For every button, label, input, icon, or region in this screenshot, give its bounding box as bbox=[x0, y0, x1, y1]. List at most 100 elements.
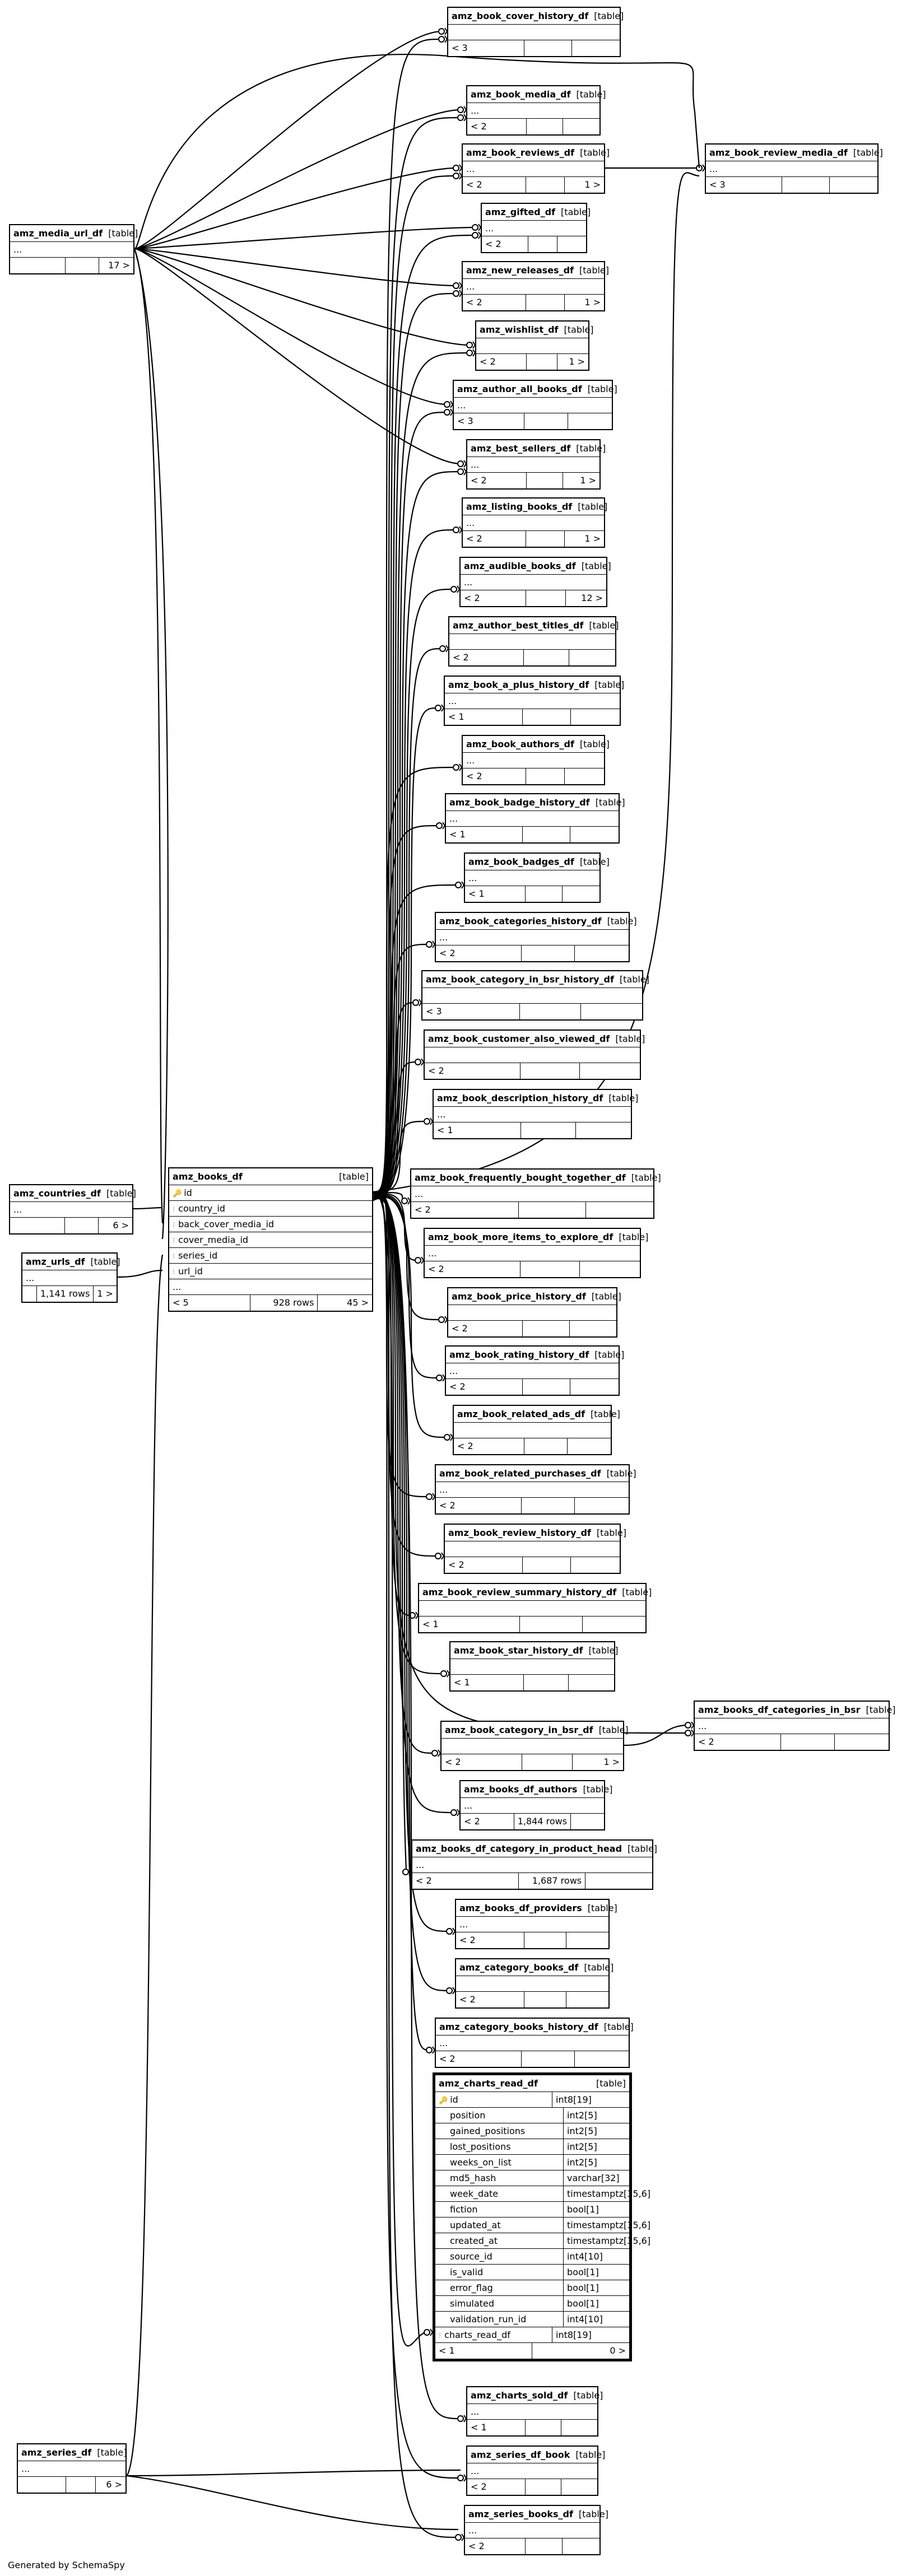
table-name[interactable]: amz_book_a_plus_history_df bbox=[448, 679, 589, 690]
table-name[interactable]: amz_media_url_df bbox=[13, 228, 103, 239]
children-count[interactable]: 45 > bbox=[347, 1297, 369, 1308]
table-books[interactable]: amz_books_df[table]🔑id⁝country_id⁝back_c… bbox=[168, 1167, 373, 1312]
children-count[interactable]: 1 > bbox=[603, 1757, 620, 1767]
table-name[interactable]: amz_series_df_book bbox=[471, 2449, 570, 2460]
parents-count[interactable]: < 2 bbox=[456, 1932, 524, 1948]
parents-count[interactable]: < 2 bbox=[456, 1992, 524, 2007]
parents-count[interactable]: < 2 bbox=[463, 295, 526, 310]
children-count[interactable] bbox=[571, 709, 620, 725]
parents-count[interactable]: < 3 bbox=[706, 177, 782, 193]
children-count[interactable] bbox=[563, 119, 599, 134]
table-books_df_cat_in_bsr[interactable]: amz_books_df_categories_in_bsr[table]...… bbox=[694, 1701, 896, 1751]
parents-count[interactable]: < 1 bbox=[465, 886, 526, 902]
table-cover_history[interactable]: amz_book_cover_history_df[table]< 3 bbox=[447, 7, 624, 57]
parents-count[interactable]: < 1 bbox=[419, 1617, 520, 1632]
table-review_summary_history[interactable]: amz_book_review_summary_history_df[table… bbox=[418, 1583, 652, 1633]
children-count[interactable] bbox=[561, 2479, 597, 2495]
parents-count[interactable]: < 1 bbox=[434, 1122, 522, 1138]
parents-count[interactable]: < 2 bbox=[448, 1321, 523, 1336]
table-price_history[interactable]: amz_book_price_history_df[table]< 2 bbox=[447, 1287, 621, 1338]
table-name[interactable]: amz_author_all_books_df bbox=[457, 384, 582, 394]
parents-count[interactable]: < 2 bbox=[461, 590, 526, 606]
children-count[interactable] bbox=[563, 886, 599, 902]
children-count[interactable] bbox=[566, 1932, 608, 1948]
table-charts_sold[interactable]: amz_charts_sold_df[table]...< 1 bbox=[466, 2386, 603, 2437]
table-name[interactable]: amz_book_related_ads_df bbox=[457, 1409, 585, 1419]
parents-count[interactable]: < 2 bbox=[445, 1557, 523, 1573]
column-country_id[interactable]: ⁝country_id bbox=[169, 1201, 372, 1217]
table-countries[interactable]: amz_countries_df[table]...6 > bbox=[9, 1184, 136, 1235]
parents-count[interactable]: < 1 bbox=[445, 709, 523, 725]
parents-count[interactable]: < 2 bbox=[467, 119, 527, 134]
table-name[interactable]: amz_category_books_df bbox=[459, 1962, 579, 1973]
table-series[interactable]: amz_series_df[table]...6 > bbox=[17, 2443, 127, 2494]
table-related_ads[interactable]: amz_book_related_ads_df[table]< 2 bbox=[453, 1405, 620, 1455]
column-back_cover_media_id[interactable]: ⁝back_cover_media_id bbox=[169, 1217, 372, 1232]
table-category_books[interactable]: amz_category_books_df[table]< 2 bbox=[455, 1958, 614, 2009]
table-rating_history[interactable]: amz_book_rating_history_df[table]...< 2 bbox=[445, 1345, 624, 1396]
children-count[interactable] bbox=[569, 1675, 614, 1690]
table-name[interactable]: amz_category_books_history_df bbox=[439, 2021, 598, 2032]
column-series_id[interactable]: ⁝series_id bbox=[169, 1248, 372, 1264]
children-count[interactable] bbox=[580, 1063, 640, 1079]
table-name[interactable]: amz_books_df_authors bbox=[464, 1784, 578, 1795]
parents-count[interactable]: < 2 bbox=[446, 1379, 523, 1395]
children-count[interactable] bbox=[563, 2538, 599, 2554]
table-category_books_history[interactable]: amz_category_books_history_df[table]...<… bbox=[435, 2018, 634, 2068]
children-count[interactable] bbox=[571, 1814, 604, 1829]
children-count[interactable] bbox=[835, 1734, 889, 1750]
children-count[interactable]: 12 > bbox=[581, 593, 603, 603]
table-name[interactable]: amz_author_best_titles_df bbox=[453, 620, 584, 631]
parents-count[interactable]: < 2 bbox=[411, 1202, 519, 1218]
children-count[interactable]: 17 > bbox=[108, 260, 130, 271]
table-book_badges[interactable]: amz_book_badges_df[table]...< 1 bbox=[464, 853, 610, 903]
parents-count[interactable]: < 2 bbox=[441, 1754, 522, 1770]
table-name[interactable]: amz_new_releases_df bbox=[466, 265, 574, 276]
children-count[interactable]: 1 > bbox=[584, 179, 601, 190]
table-name[interactable]: amz_book_price_history_df bbox=[452, 1291, 586, 1302]
children-count[interactable] bbox=[568, 1438, 611, 1454]
parents-count[interactable] bbox=[18, 2477, 67, 2493]
parents-count[interactable]: < 2 bbox=[695, 1734, 781, 1750]
column-id[interactable]: 🔑id bbox=[169, 1185, 372, 1201]
table-cat_in_bsr_history[interactable]: amz_book_category_in_bsr_history_df[tabl… bbox=[421, 970, 649, 1021]
table-name[interactable]: amz_listing_books_df bbox=[466, 501, 573, 512]
table-customer_also_viewed[interactable]: amz_book_customer_also_viewed_df[table]<… bbox=[424, 1030, 645, 1080]
table-freq_bought[interactable]: amz_book_frequently_bought_together_df[t… bbox=[410, 1168, 661, 1219]
table-name[interactable]: amz_book_badges_df bbox=[468, 856, 574, 867]
table-name[interactable]: amz_book_category_in_bsr_history_df bbox=[426, 974, 614, 985]
table-name[interactable]: amz_urls_df bbox=[26, 1256, 85, 1267]
table-cat_in_product_head[interactable]: amz_books_df_category_in_product_head[ta… bbox=[411, 1839, 657, 1890]
children-count[interactable] bbox=[566, 1992, 608, 2007]
children-count[interactable] bbox=[570, 1321, 616, 1336]
parents-count[interactable]: < 2 bbox=[463, 768, 526, 784]
children-count[interactable]: 1 > bbox=[569, 356, 585, 367]
children-count[interactable] bbox=[569, 650, 615, 665]
children-count[interactable] bbox=[565, 768, 604, 784]
children-count[interactable]: 1 > bbox=[580, 475, 596, 486]
table-name[interactable]: amz_book_review_media_df bbox=[709, 147, 848, 158]
table-name[interactable]: amz_best_sellers_df bbox=[471, 443, 571, 454]
table-name[interactable]: amz_book_rating_history_df bbox=[449, 1349, 589, 1360]
table-name[interactable]: amz_book_badge_history_df bbox=[449, 797, 590, 808]
table-name[interactable]: amz_book_customer_also_viewed_df bbox=[428, 1033, 610, 1044]
table-name[interactable]: amz_books_df_categories_in_bsr bbox=[698, 1704, 861, 1715]
parents-count[interactable]: < 3 bbox=[454, 413, 525, 429]
parents-count[interactable]: < 2 bbox=[463, 531, 526, 547]
table-badge_history[interactable]: amz_book_badge_history_df[table]...< 1 bbox=[445, 793, 625, 844]
parents-count[interactable] bbox=[22, 1286, 37, 1302]
table-book_authors[interactable]: amz_book_authors_df[table]...< 2 bbox=[462, 735, 610, 785]
parents-count[interactable]: < 2 bbox=[436, 1498, 522, 1513]
table-author_all_books[interactable]: amz_author_all_books_df[table]...< 3 bbox=[453, 380, 617, 430]
column-cover_media_id[interactable]: ⁝cover_media_id bbox=[169, 1232, 372, 1248]
